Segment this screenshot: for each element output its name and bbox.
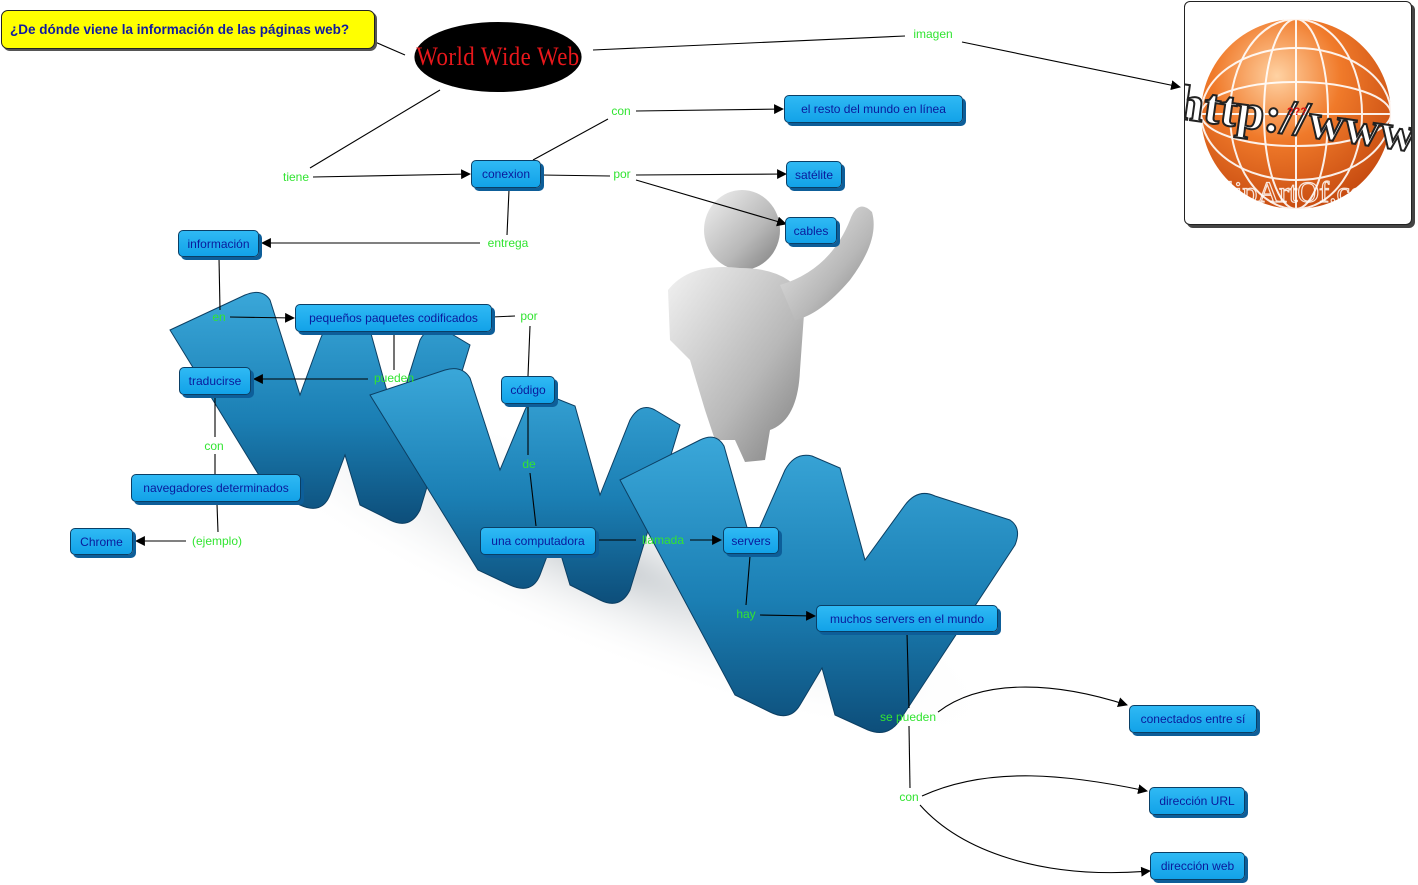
node-informacion: información [178,230,259,257]
www-letters [169,291,1019,733]
label-pueden: pueden [373,371,415,385]
node-traducirse: traducirse [179,367,251,395]
node-cables: cables [785,217,837,244]
node-conectados: conectados entre sí [1129,705,1257,733]
watermark-text: ClipArtOf.com [1206,176,1388,209]
node-servers: servers [723,527,779,554]
node-resto-mundo: el resto del mundo en línea [784,95,963,123]
label-de: de [522,457,536,471]
question-marks: ??? [1287,106,1307,118]
label-imagen: imagen [913,27,953,41]
label-con: con [611,104,631,118]
label-entrega: entrega [487,236,529,250]
node-navegadores: navegadores determinados [131,474,301,502]
label-se-pueden: se pueden [879,710,937,724]
question-box: ¿De dónde viene la información de las pá… [1,10,375,49]
label-por: por [613,167,631,181]
label-ejemplo: (ejemplo) [191,534,243,548]
node-muchos-servers: muchos servers en el mundo [816,605,998,632]
node-chrome: Chrome [70,528,133,555]
node-direccion-url: dirección URL [1149,787,1245,815]
node-satelite: satélite [786,161,842,188]
label-tiene: tiene [282,170,310,184]
label-llamada: llamada [641,533,685,547]
globe-icon: http://www ??? ClipArtOf.com [1185,18,1411,210]
node-computadora: una computadora [480,527,596,555]
node-conexion: conexion [471,160,541,188]
http-globe-image: http://www ??? ClipArtOf.com [1184,1,1412,225]
node-codigo: código [501,376,555,404]
node-direccion-web: dirección web [1150,852,1245,880]
label-con: con [899,790,919,804]
label-en: en [212,310,226,324]
node-paquetes: pequeños paquetes codificados [295,304,492,332]
main-topic-oval: World Wide Web [414,22,582,92]
label-hay: hay [736,607,756,621]
person-figure [668,190,874,462]
label-por: por [520,309,538,323]
label-con: con [204,439,224,453]
